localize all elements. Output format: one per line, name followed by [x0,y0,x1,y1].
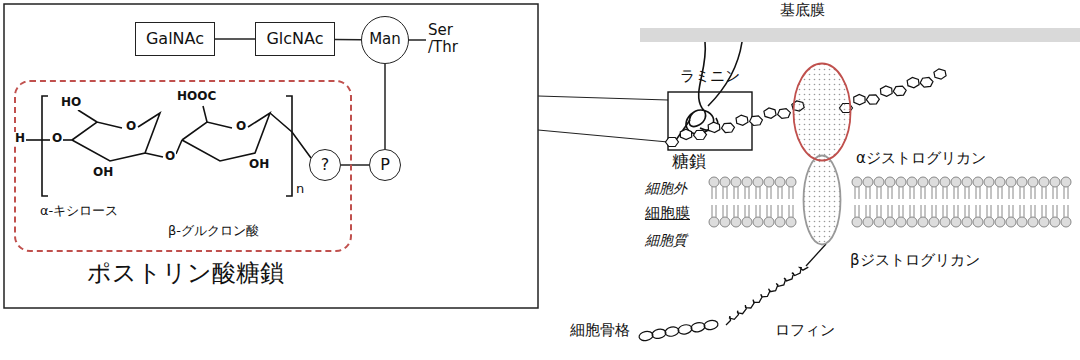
atom-label: O [51,132,63,146]
inset-frame [668,92,752,150]
sugar-structure [25,96,311,196]
text-label: ロフィン [775,322,835,339]
zoom-line [538,96,668,100]
bond-line [341,164,369,166]
sugar-circle: Man [361,16,409,64]
node-text: P [380,156,390,174]
atom-label: O [125,120,137,134]
zoom-line [538,130,668,142]
text-label: 細胞外 [645,180,687,196]
unknown-circle: ? [309,149,341,181]
protein-ellipse: βジストログリカン [802,154,842,246]
dystrophin-link [806,244,826,266]
bond-line [335,39,361,41]
phosphate-circle: P [369,149,401,181]
lipid-bilayer [709,177,1071,227]
atom-label: HO [60,96,82,110]
node-text: Man [369,31,401,48]
text-label: ラミニン [680,68,740,85]
text-label: 細胞骨格 [570,322,630,339]
atom-label: H [14,132,26,146]
text-label: n [296,182,304,197]
text-label: 糖鎖 [672,152,706,172]
atom-label: O [235,120,247,134]
text-label: β-グルクロン酸 [168,224,259,239]
atom-label: OH [92,166,114,180]
laminin [676,42,742,140]
bond-line [384,64,386,149]
cytoskeleton [638,319,719,342]
node-label: αジストログリカン [856,150,986,167]
text-label: Ser /Thr [428,22,464,57]
text-label: 細胞質 [645,232,687,248]
text-label: α-キシロース [40,204,118,219]
ellipse-outline [802,154,842,246]
node-label: βジストログリカン [850,252,980,269]
atom-label: HOOC [176,90,217,104]
sugar-box: GlcNAc [255,22,335,56]
sugar-box: GalNAc [135,22,215,56]
node-label: ポストリン酸糖鎖 [16,260,354,288]
node-text: ? [321,156,330,174]
node-text: GalNAc [146,30,204,48]
bond-line [406,39,426,41]
membrane-band: 基底膜 [640,28,1080,42]
node-text: GlcNAc [266,30,323,48]
atom-label: OH [248,158,270,172]
text-label: 細胞膜 [645,205,690,222]
ellipse-outline [792,62,852,162]
node-label: 基底膜 [780,2,825,19]
atom-label: O [164,150,176,164]
dystrophin [726,267,808,325]
bond-line [215,38,255,40]
panel-frame [4,4,538,308]
protein-ellipse: αジストログリカン [792,62,852,162]
